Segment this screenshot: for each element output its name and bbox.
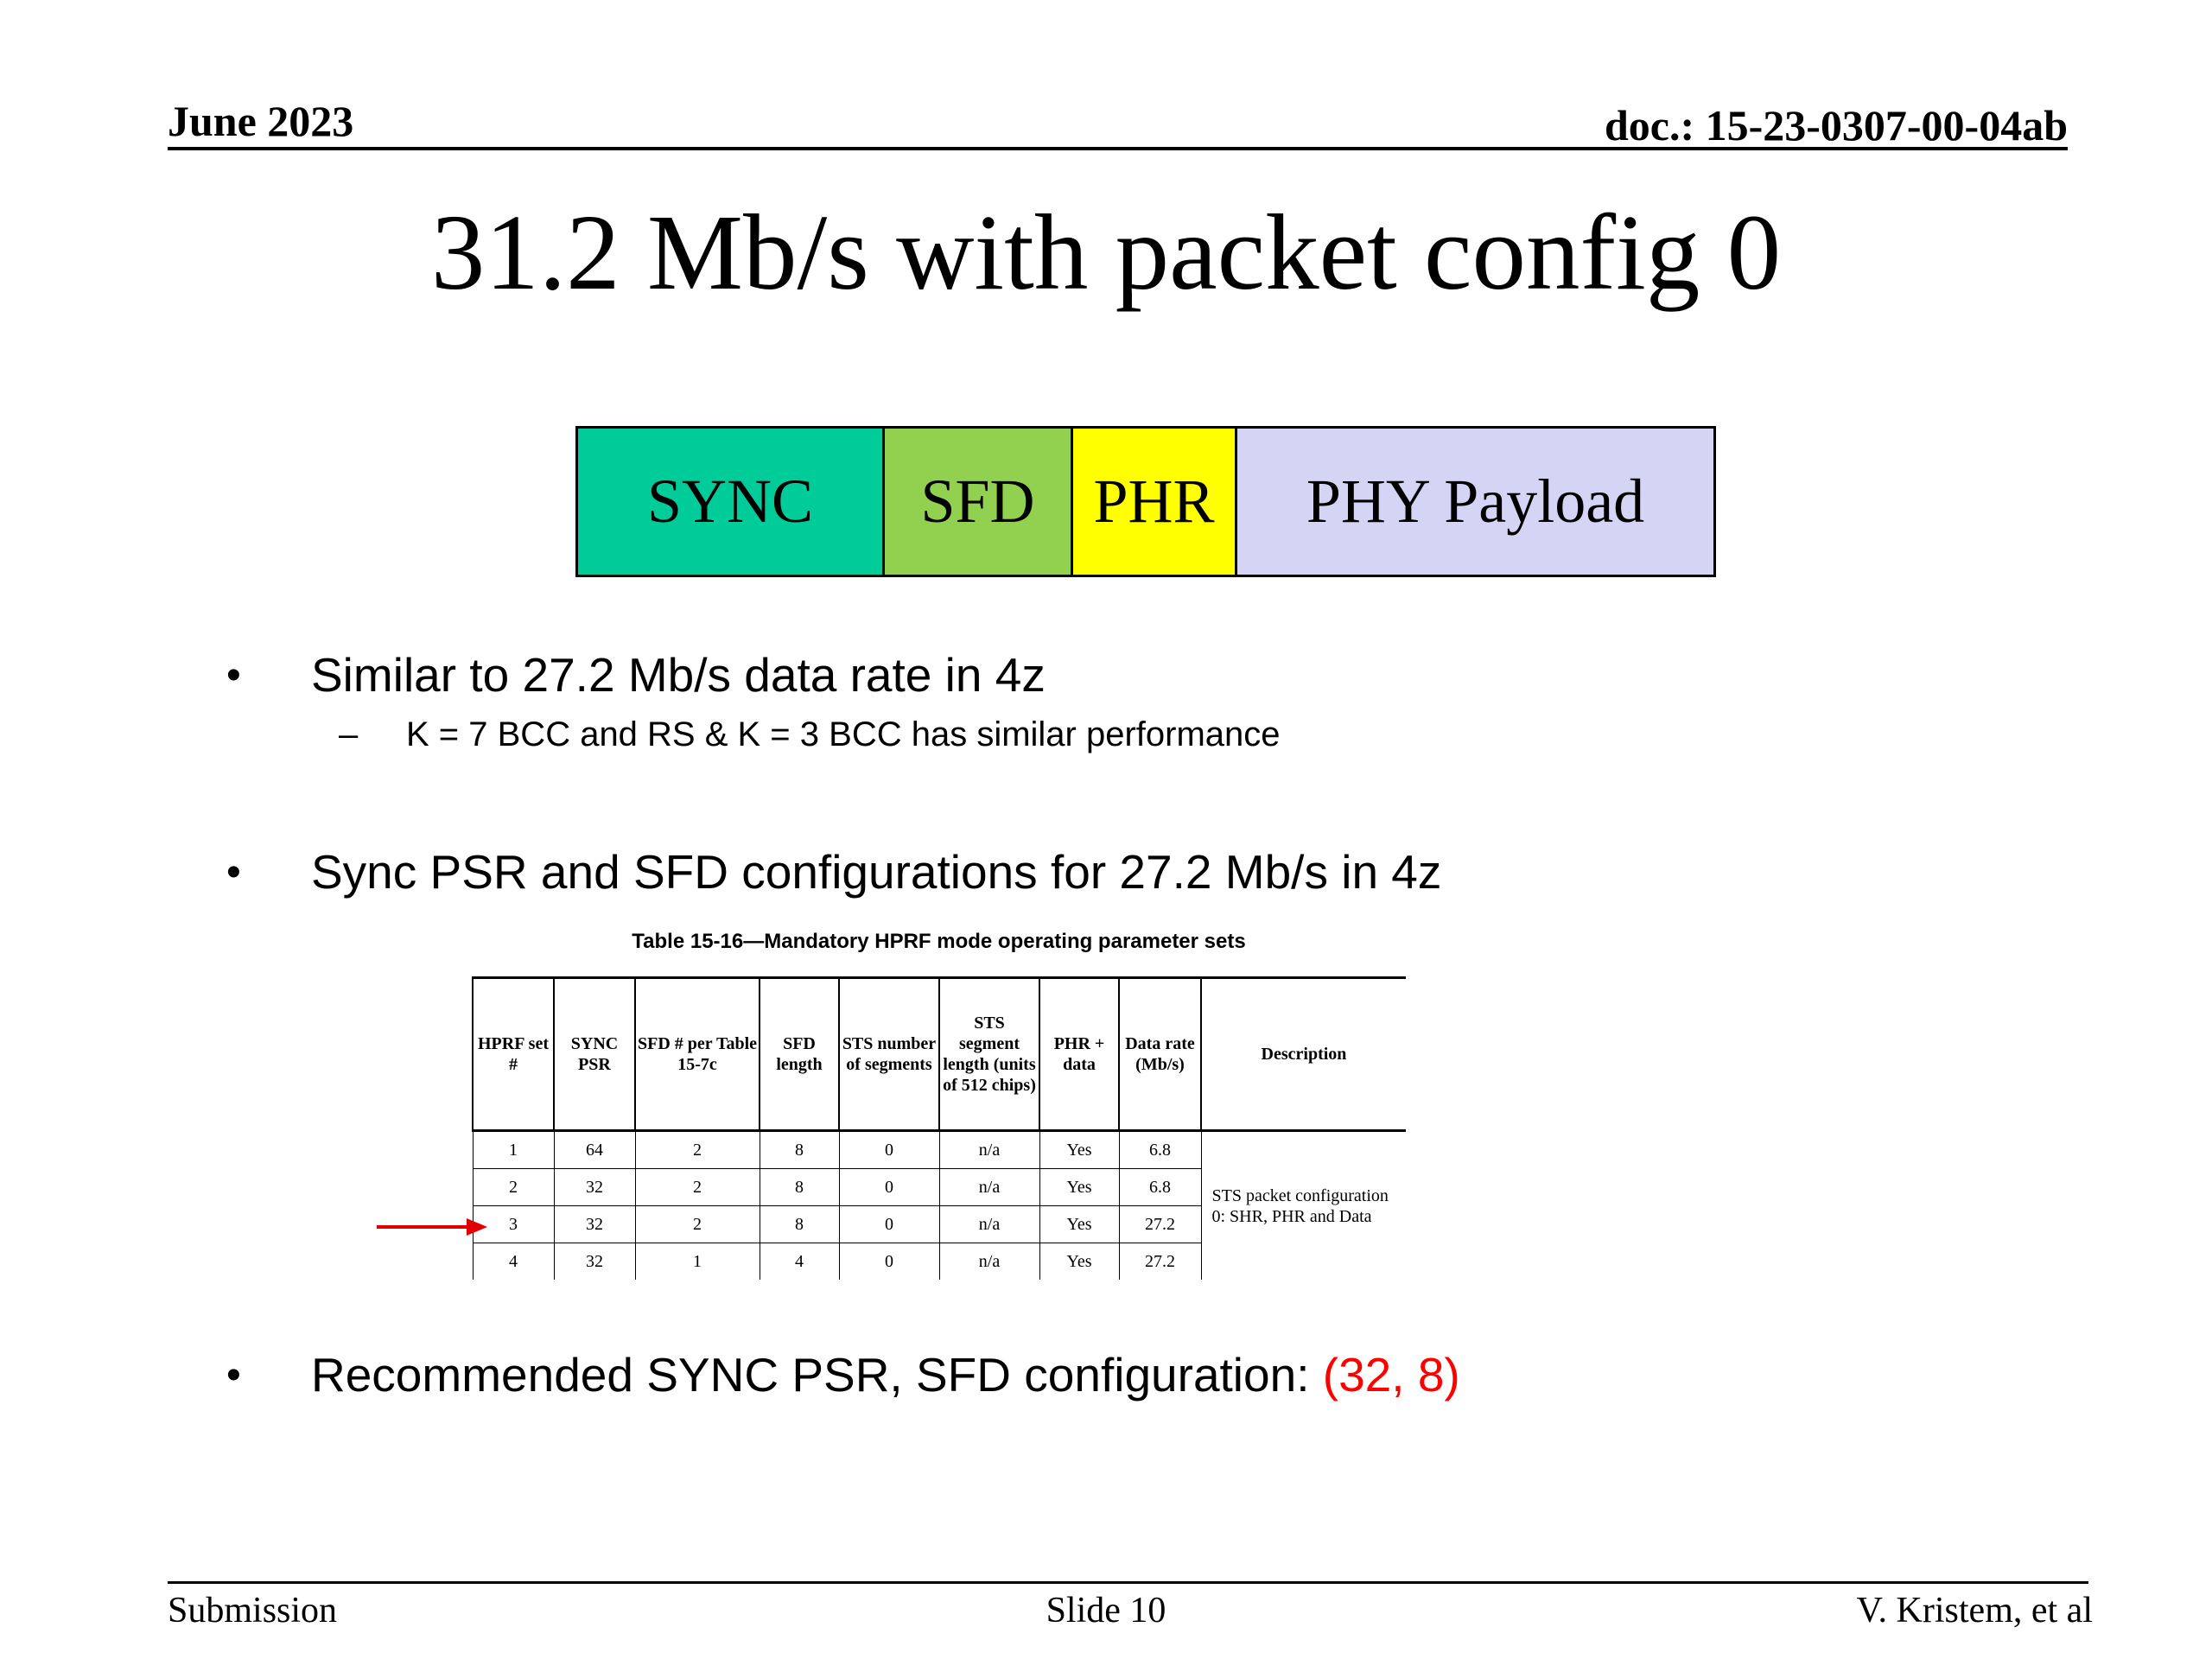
table-description-cell: STS packet configuration 0: SHR, PHR and… <box>1200 1130 1406 1280</box>
table-row-highlighted: 3 32 2 8 0 n/a Yes 27.2 <box>472 1205 1406 1243</box>
table-row: 4 32 1 4 0 n/a Yes 27.2 <box>472 1243 1406 1280</box>
packet-field-label: PHY Payload <box>1306 467 1645 536</box>
table-cell: 1 <box>634 1243 760 1280</box>
table-row: 2 32 2 8 0 n/a Yes 6.8 <box>472 1168 1406 1206</box>
table-cell: 0 <box>838 1243 940 1280</box>
table-cell: n/a <box>938 1205 1040 1243</box>
bullet-marker: • <box>226 1352 241 1398</box>
table-cell: 6.8 <box>1118 1168 1202 1206</box>
table-header: SFD # per Table 15-7c <box>634 976 760 1132</box>
header-date: June 2023 <box>168 97 354 145</box>
hprf-parameter-table: HPRF set # SYNC PSR SFD # per Table 15-7… <box>472 976 1406 1280</box>
table-header: Data rate (Mb/s) <box>1118 976 1202 1132</box>
table-cell: 8 <box>759 1205 840 1243</box>
table-cell: Yes <box>1039 1130 1120 1169</box>
table-cell: 3 <box>472 1205 555 1243</box>
table-header: PHR + data <box>1039 976 1120 1132</box>
table-cell: 2 <box>634 1130 760 1169</box>
packet-field-phr: PHR <box>1073 429 1237 575</box>
sub-bullet-text: K = 7 BCC and RS & K = 3 BCC has similar… <box>406 715 1281 753</box>
bullet-marker: • <box>226 652 241 698</box>
packet-field-sfd: SFD <box>885 429 1073 575</box>
table-cell: n/a <box>938 1130 1040 1169</box>
packet-field-sync: SYNC <box>578 429 885 575</box>
table-cell: 4 <box>759 1243 840 1280</box>
table-cell: 0 <box>838 1130 940 1169</box>
footer-authors: V. Kristem, et al <box>1856 1591 2093 1630</box>
table-header: SYNC PSR <box>553 976 636 1132</box>
table-cell: 64 <box>553 1130 636 1169</box>
bullet-text: Sync PSR and SFD configurations for 27.2… <box>311 845 1442 899</box>
table-cell: 2 <box>472 1168 555 1206</box>
table-header: STS number of segments <box>838 976 940 1132</box>
table-cell: 1 <box>472 1130 555 1169</box>
packet-field-phy-payload: PHY Payload <box>1237 429 1713 575</box>
table-cell: 8 <box>759 1130 840 1169</box>
table-cell: 0 <box>838 1205 940 1243</box>
table-cell: 6.8 <box>1118 1130 1202 1169</box>
table-header: HPRF set # <box>472 976 555 1132</box>
table-cell: 32 <box>553 1243 636 1280</box>
table-cell: Yes <box>1039 1243 1120 1280</box>
table-cell: 32 <box>553 1205 636 1243</box>
table-cell: 2 <box>634 1168 760 1206</box>
table-caption: Table 15-16—Mandatory HPRF mode operatin… <box>632 930 1246 953</box>
table-header: Description <box>1200 976 1406 1132</box>
footer-divider <box>168 1581 2088 1584</box>
bullet-text-recommendation: Recommended SYNC PSR, SFD configuration:… <box>311 1344 1460 1405</box>
table-header: SFD length <box>759 976 840 1132</box>
sub-bullet-marker: – <box>339 715 359 753</box>
slide-title: 31.2 Mb/s with packet config 0 <box>430 194 1782 313</box>
packet-structure-diagram: SYNC SFD PHR PHY Payload <box>575 426 1716 577</box>
bullet-text: Recommended SYNC PSR, SFD configuration: <box>311 1348 1323 1402</box>
table-header: STS segment length (units of 512 chips) <box>938 976 1040 1132</box>
table-cell: 8 <box>759 1168 840 1206</box>
table-cell: 4 <box>472 1243 555 1280</box>
table-cell: Yes <box>1039 1205 1120 1243</box>
table-row: 1 64 2 8 0 n/a Yes 6.8 STS packet config… <box>472 1130 1406 1280</box>
footer-submission: Submission <box>168 1591 338 1630</box>
table-cell: 27.2 <box>1118 1205 1202 1243</box>
table-cell: 2 <box>634 1205 760 1243</box>
table-cell: Yes <box>1039 1168 1120 1206</box>
header-doc-id: doc.: 15-23-0307-00-04ab <box>1604 101 2068 149</box>
bullet-text: Similar to 27.2 Mb/s data rate in 4z <box>311 648 1046 702</box>
footer-slide-number: Slide 10 <box>1046 1591 1166 1630</box>
header-divider <box>168 147 2068 150</box>
recommended-value: (32, 8) <box>1322 1348 1460 1402</box>
table-cell: n/a <box>938 1243 1040 1280</box>
table-cell: 0 <box>838 1168 940 1206</box>
packet-field-label: SYNC <box>646 467 814 536</box>
bullet-marker: • <box>226 849 241 895</box>
red-arrow-icon <box>377 1218 487 1236</box>
table-cell: 32 <box>553 1168 636 1206</box>
packet-field-label: SFD <box>920 467 1035 536</box>
table-cell: n/a <box>938 1168 1040 1206</box>
table-cell: 27.2 <box>1118 1243 1202 1280</box>
packet-field-label: PHR <box>1093 467 1215 536</box>
